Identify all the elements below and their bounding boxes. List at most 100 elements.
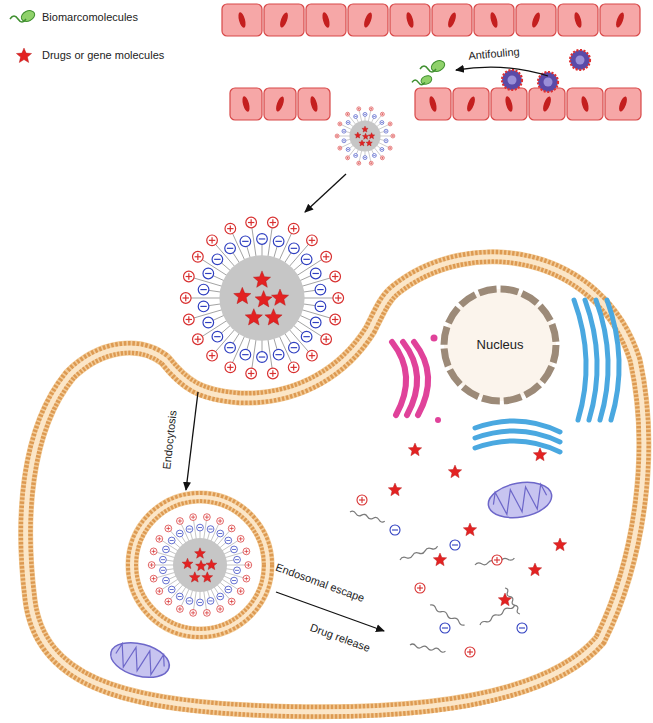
drug-star xyxy=(182,558,193,568)
positive-charge xyxy=(465,647,475,657)
positive-charge xyxy=(183,271,194,282)
cell-nucleus xyxy=(580,95,590,112)
charge-sign xyxy=(248,563,249,567)
positive-charge xyxy=(177,518,184,525)
charge-sign xyxy=(382,113,383,115)
charge-sign xyxy=(159,589,160,593)
negative-charge xyxy=(354,115,358,119)
charge-sign xyxy=(337,135,338,137)
polymer-chain xyxy=(377,124,381,127)
polymer-chain xyxy=(303,290,316,292)
charge-sign xyxy=(161,559,165,560)
charge-sign xyxy=(317,306,323,307)
circulating-nanoparticle xyxy=(538,72,558,92)
charge-sign xyxy=(226,540,230,541)
negative-charge xyxy=(289,243,300,254)
positive-charge xyxy=(268,217,279,228)
negative-charge xyxy=(207,598,214,605)
charge-sign xyxy=(209,600,213,601)
positive-charge xyxy=(180,293,191,304)
positive-charge xyxy=(338,122,342,126)
negative-charge xyxy=(168,586,175,593)
polymer-chain xyxy=(368,110,371,121)
charge-sign xyxy=(161,570,165,571)
negative-charge xyxy=(240,236,251,247)
cell-nucleus xyxy=(489,11,499,28)
charge-sign xyxy=(198,527,202,528)
endoplasmic-reticulum xyxy=(596,300,608,420)
charge-sign xyxy=(220,607,221,611)
charge-sign xyxy=(151,563,152,567)
negative-charge xyxy=(384,139,388,143)
polymer-chain xyxy=(372,150,374,154)
charge-sign xyxy=(303,336,309,337)
endosome-membrane xyxy=(132,497,268,633)
negative-charge xyxy=(217,530,224,537)
endoplasmic-reticulum xyxy=(475,441,560,452)
charge-sign xyxy=(389,123,391,124)
polymer-chain xyxy=(233,332,240,343)
charge-sign xyxy=(179,519,180,523)
protein-blob xyxy=(430,59,447,74)
endothelial-cell xyxy=(453,88,489,120)
charge-sign xyxy=(164,580,168,581)
negative-charge xyxy=(372,115,376,119)
polymer-chain xyxy=(214,587,218,594)
endothelial-cell xyxy=(390,4,430,36)
legend-text: Biomarcomolecules xyxy=(42,11,138,24)
charge-sign xyxy=(381,114,383,115)
negative-charge xyxy=(363,156,367,160)
negative-charge xyxy=(217,593,224,600)
cell-nucleus xyxy=(573,11,583,28)
negative-charge xyxy=(315,284,326,295)
endothelial-cell xyxy=(558,4,598,36)
drug-star xyxy=(448,465,461,478)
lipid-tails xyxy=(132,497,268,633)
negative-charge xyxy=(363,112,367,116)
charge-sign xyxy=(275,241,281,242)
charge-sign xyxy=(442,627,448,628)
endoplasmic-reticulum xyxy=(574,300,586,420)
endothelial-cell xyxy=(306,4,346,36)
endothelial-cell xyxy=(222,4,262,36)
positive-charge xyxy=(388,146,392,150)
endothelial-cell xyxy=(491,88,527,120)
mitochondrion-outer xyxy=(486,478,555,523)
negative-charge xyxy=(160,567,167,574)
endothelial-cell xyxy=(432,4,472,36)
charge-sign xyxy=(311,237,312,243)
polymer-chain xyxy=(200,591,201,599)
charge-sign xyxy=(346,157,348,158)
positive-charge xyxy=(165,598,172,605)
endothelial-cell xyxy=(298,88,330,120)
positive-charge xyxy=(380,156,384,160)
polymer-chain xyxy=(204,591,207,611)
drug-star xyxy=(359,140,365,146)
drug-star xyxy=(366,140,372,146)
negative-charge xyxy=(176,530,183,537)
cell-membrane xyxy=(26,257,644,712)
charge-sign xyxy=(389,148,391,149)
polymer-chain xyxy=(200,531,201,539)
charge-sign xyxy=(343,140,345,141)
endothelial-cell xyxy=(516,4,556,36)
charge-sign xyxy=(293,225,294,231)
polymer-chain xyxy=(346,132,351,133)
charge-sign xyxy=(326,254,327,260)
positive-charge xyxy=(156,535,163,542)
charge-sign xyxy=(206,611,207,615)
nanoparticle-core xyxy=(544,78,553,87)
nanoparticle xyxy=(335,107,395,165)
drug-star xyxy=(553,538,566,551)
positive-charge xyxy=(148,562,155,569)
negative-charge xyxy=(257,352,268,363)
polymer-fragment xyxy=(429,604,465,627)
negative-charge xyxy=(197,599,204,606)
positive-charge xyxy=(243,548,250,555)
peptide-chain xyxy=(420,66,436,72)
negative-charge xyxy=(212,331,223,342)
positive-charge xyxy=(391,134,395,138)
positive-charge xyxy=(217,518,224,525)
charge-sign xyxy=(232,549,236,550)
charge-sign xyxy=(227,347,233,348)
